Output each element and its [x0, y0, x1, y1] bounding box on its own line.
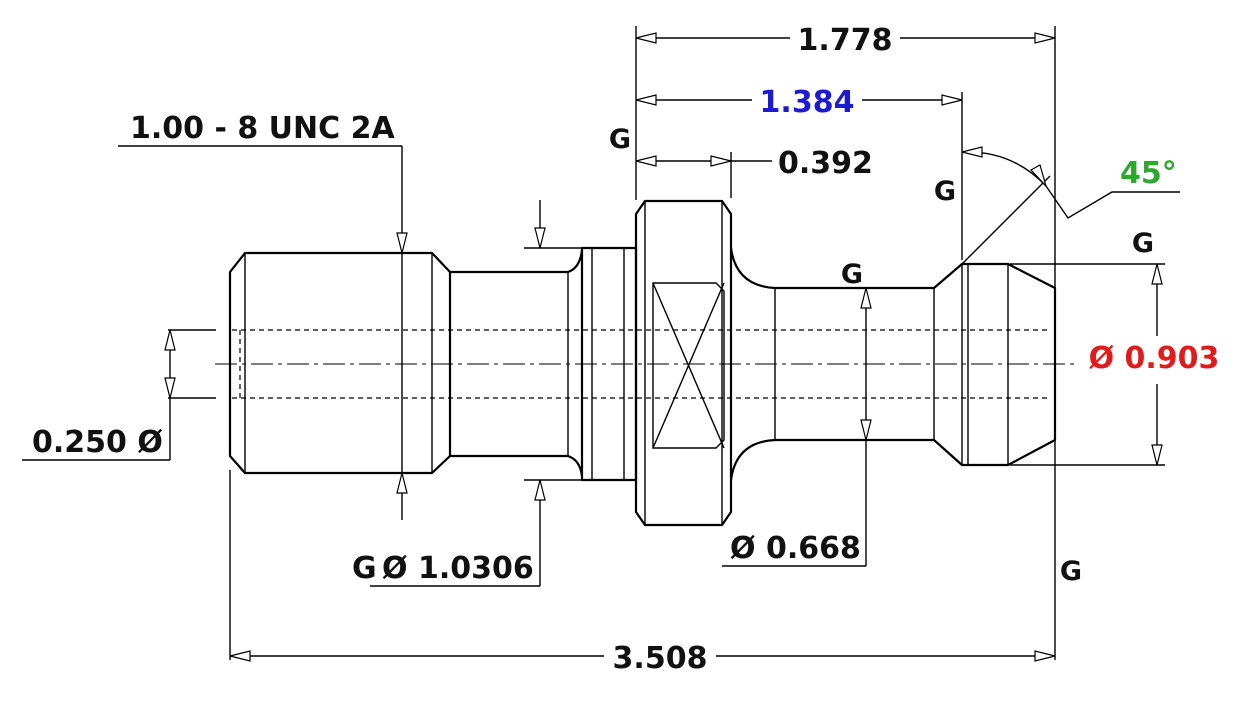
- dim-head-angle: [961, 146, 1180, 265]
- label-thread-callout: 1.00 - 8 UNC 2A: [130, 111, 395, 146]
- bore-hidden-lines: [232, 329, 1050, 399]
- flange-section: [634, 199, 733, 527]
- label-flange-to-tip: 1.778: [798, 23, 893, 58]
- gauge-mark-head-face: G: [934, 176, 956, 207]
- label-bore-diameter: 0.250 Ø: [32, 425, 163, 460]
- label-head-diameter: Ø 0.903: [1089, 341, 1220, 376]
- dim-thread-minor: [370, 200, 546, 587]
- wrench-flat: [652, 282, 725, 449]
- dim-bore-diameter: [22, 329, 176, 461]
- dim-flange-to-head: [635, 94, 963, 106]
- label-flange-width: 0.392: [778, 146, 873, 181]
- dim-overall-length: [229, 650, 1056, 662]
- thread-section: [228, 251, 452, 475]
- label-head-angle: 45°: [1120, 156, 1177, 191]
- dim-flange-to-tip: [635, 32, 1056, 44]
- extension-lines: [168, 26, 1165, 660]
- undercut-section: [450, 249, 584, 477]
- gauge-mark-bottom: G: [1060, 556, 1082, 587]
- gauge-mark-tip: G: [1132, 228, 1154, 259]
- dim-thread-callout: [118, 145, 408, 520]
- label-flange-to-head: 1.384: [760, 85, 855, 120]
- label-thread-minor-prefix: G: [352, 551, 377, 586]
- dim-flange-width: [635, 155, 772, 167]
- gauge-mark-flange: G: [609, 124, 631, 155]
- label-thread-minor: Ø 1.0306: [382, 551, 534, 586]
- label-overall-length: 3.508: [613, 641, 708, 676]
- label-neck-diameter: Ø 0.668: [730, 531, 861, 566]
- dim-head-diameter: [1151, 263, 1163, 466]
- dim-neck-diameter: [722, 287, 872, 567]
- part-outline: [228, 199, 1057, 527]
- gauge-mark-neck: G: [841, 259, 863, 290]
